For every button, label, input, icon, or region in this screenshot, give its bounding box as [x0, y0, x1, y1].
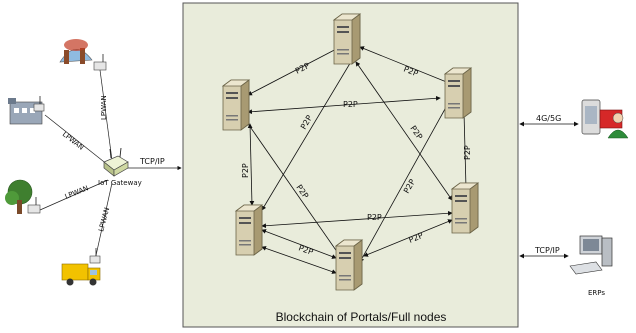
panel-caption: Blockchain of Portals/Full nodes — [276, 310, 447, 324]
mobile-user-icon — [581, 99, 629, 139]
cellular-label: 4G/5G — [536, 114, 561, 123]
lpwan-label-forest: LPWAN — [100, 95, 108, 120]
erp-label: ERPs — [588, 289, 605, 297]
computer-workstation-icon — [569, 235, 613, 275]
iot-links — [39, 69, 182, 261]
p2p-label: P2P — [241, 163, 250, 178]
p2p-label: P2P — [343, 100, 358, 109]
factory-sensor-icon — [8, 96, 45, 125]
lpwan-label-factory: LPWAN — [61, 130, 85, 152]
server-icon — [451, 182, 479, 234]
erp-tcpip-label: TCP/IP — [534, 246, 560, 255]
iot-gateway-icon — [103, 147, 129, 177]
tree-sensor-icon — [5, 179, 41, 214]
server-icon — [335, 239, 363, 291]
lpwan-label-tree: LPWAN — [64, 184, 90, 201]
server-icon — [333, 13, 361, 65]
server-icon — [444, 67, 472, 119]
server-icon — [235, 204, 263, 256]
gateway-label: IoT Gateway — [98, 179, 142, 187]
lpwan-label-truck: LPWAN — [97, 207, 111, 233]
forest-sensor-icon — [59, 39, 107, 71]
p2p-label: P2P — [463, 145, 472, 160]
tcpip-label-gateway: TCP/IP — [139, 157, 165, 166]
server-icon — [222, 79, 250, 131]
p2p-links — [243, 44, 469, 274]
truck-sensor-icon — [61, 248, 101, 286]
p2p-label: P2P — [367, 213, 382, 222]
